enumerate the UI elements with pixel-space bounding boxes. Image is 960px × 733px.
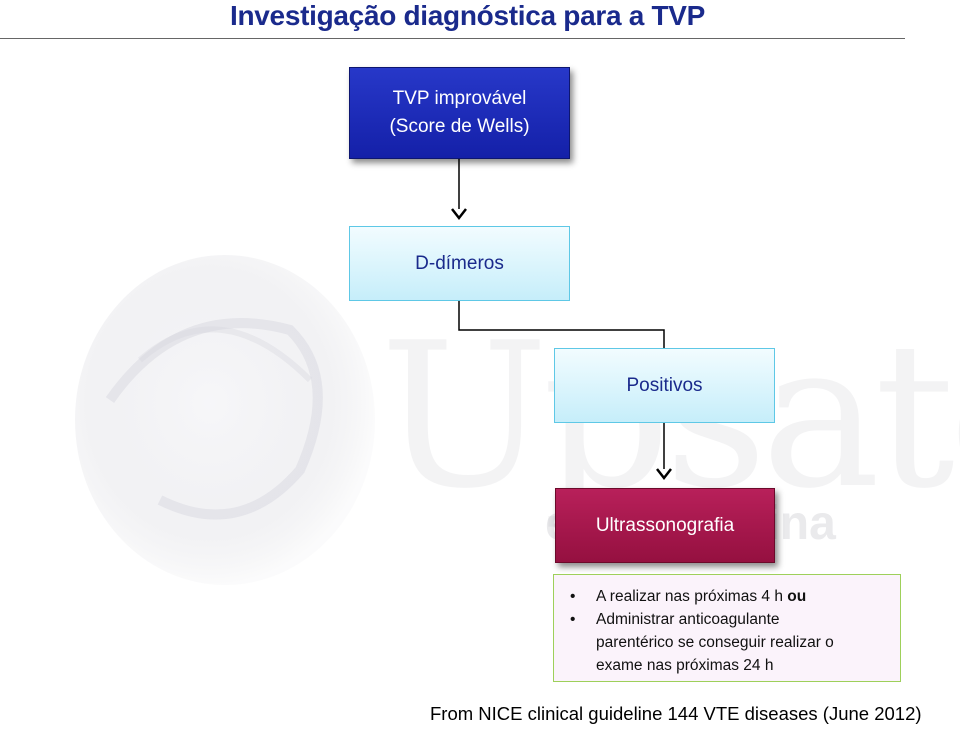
page-title: Investigação diagnóstica para a TVP: [230, 0, 706, 31]
ultrasound-label: Ultrassonografia: [595, 514, 735, 536]
positive-box: Positivos: [554, 348, 775, 423]
start-box-line1: TVP improvável: [392, 88, 527, 109]
note-box: • A realizar nas próximas 4 h ou • Admin…: [553, 574, 901, 682]
note-item-2-line3: exame nas próximas 24 h: [596, 657, 774, 674]
ultrasound-box: Ultrassonografia: [555, 488, 775, 563]
connector-ddimer-positive: [458, 301, 665, 348]
source-footer: From NICE clinical guideline 144 VTE dis…: [430, 703, 922, 724]
note-item-1-text: A realizar nas próximas 4 h: [596, 588, 788, 605]
arrowhead-down-icon: [451, 208, 467, 221]
ddimer-box: D-dímeros: [349, 226, 570, 301]
note-item-1: • A realizar nas próximas 4 h ou: [570, 585, 892, 608]
positive-label: Positivos: [626, 374, 703, 396]
bullet-icon: •: [570, 611, 576, 628]
start-box-line2: (Score de Wells): [389, 116, 530, 137]
arrowhead-down-icon: [656, 468, 672, 481]
note-item-2-line1: Administrar anticoagulante: [596, 611, 780, 628]
bullet-icon: •: [570, 588, 576, 605]
start-box-wells: TVP improvável (Score de Wells): [349, 67, 570, 159]
title-divider: [0, 38, 905, 39]
note-item-2: • Administrar anticoagulante: [570, 608, 892, 631]
note-item-1-bold: ou: [787, 588, 807, 605]
ddimer-label: D-dímeros: [415, 252, 504, 274]
note-item-2-line2: parentérico se conseguir realizar o: [596, 634, 834, 651]
